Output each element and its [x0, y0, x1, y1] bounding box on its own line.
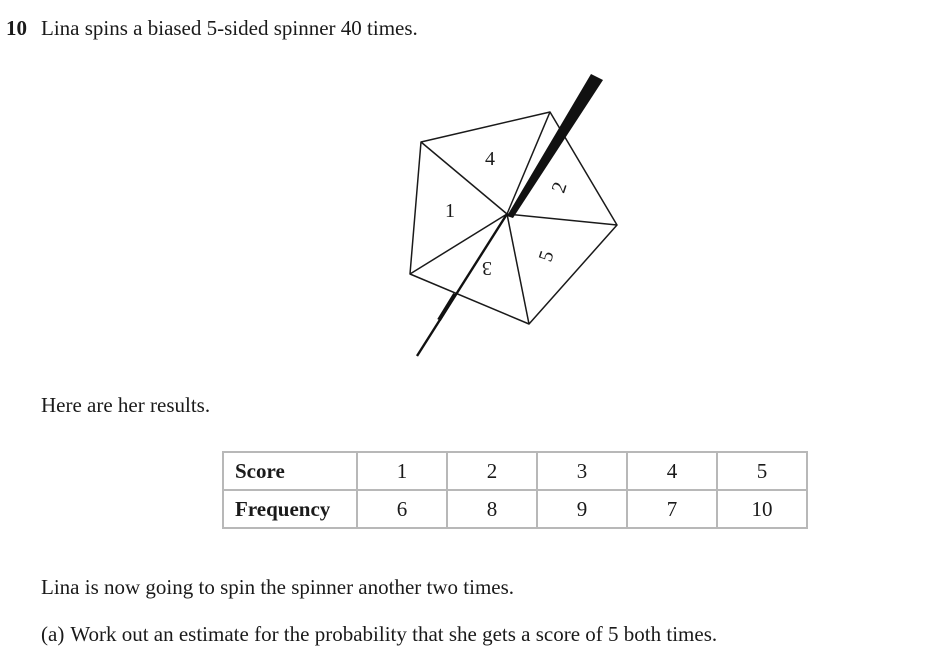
spinner-pointer-tail: [415, 213, 509, 357]
score-cell: 1: [356, 451, 448, 491]
question-number: 10: [6, 16, 27, 40]
spinner-pointer-head: [507, 74, 603, 218]
frequency-cell: 7: [626, 489, 718, 529]
frequency-cell: 8: [446, 489, 538, 529]
follow-up-text: Lina is now going to spin the spinner an…: [41, 575, 515, 599]
frequency-cell: 6: [356, 489, 448, 529]
frequency-row: Frequency 6 8 9 7 10: [222, 489, 808, 529]
intro-text: Here are her results.: [41, 393, 211, 417]
frequency-cell: 9: [536, 489, 628, 529]
part-a: (a)Work out an estimate for the probabil…: [41, 622, 717, 647]
score-cell: 5: [716, 451, 808, 491]
sector-label-5: 5: [535, 248, 559, 264]
score-header: Score: [222, 451, 358, 491]
part-a-text: Work out an estimate for the probability…: [70, 622, 718, 646]
sector-label-3: 3: [482, 257, 492, 279]
frequency-cell: 10: [716, 489, 808, 529]
score-cell: 4: [626, 451, 718, 491]
frequency-header: Frequency: [222, 489, 358, 529]
spinner-pointer-tail-thick: [437, 292, 457, 322]
part-label: (a): [41, 622, 65, 646]
spinner-diagram: 1 4 2 5 3: [409, 74, 618, 357]
sector-label-1: 1: [445, 200, 455, 222]
question-text: Lina spins a biased 5-sided spinner 40 t…: [41, 16, 418, 40]
sector-label-4: 4: [485, 148, 495, 170]
spinner-pentagon: [409, 111, 618, 325]
score-row: Score 1 2 3 4 5: [222, 451, 808, 491]
score-cell: 3: [536, 451, 628, 491]
sector-label-2: 2: [548, 179, 572, 195]
results-table: Score 1 2 3 4 5 Frequency 6 8 9 7 10: [222, 451, 808, 529]
score-cell: 2: [446, 451, 538, 491]
